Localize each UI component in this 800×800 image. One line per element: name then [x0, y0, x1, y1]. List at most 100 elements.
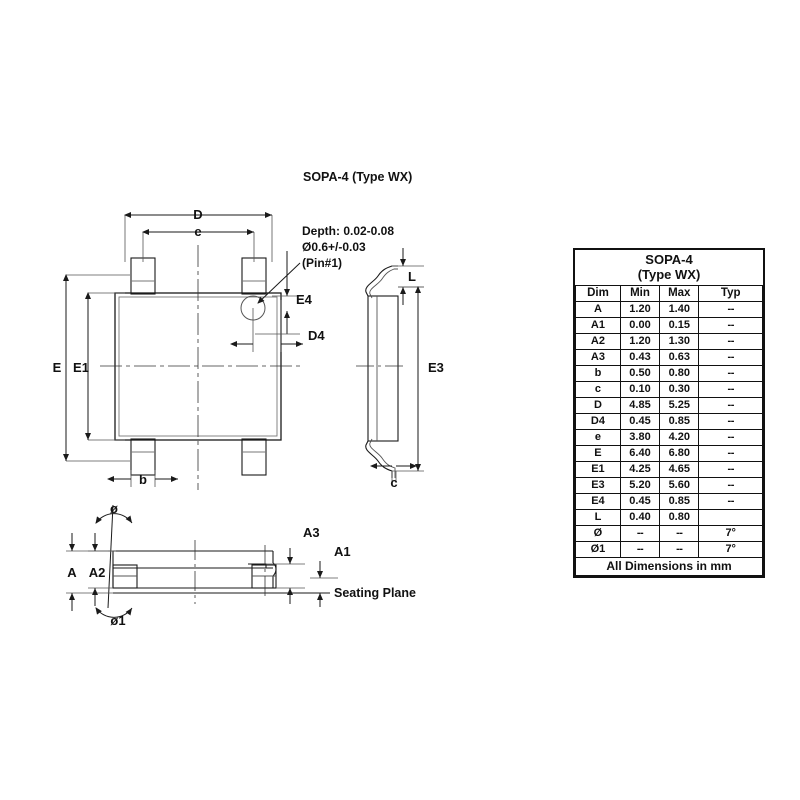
table-footer-note: All Dimensions in mm: [575, 557, 763, 576]
table-title-row: SOPA-4 (Type WX): [575, 250, 763, 286]
cell-min: 0.43: [619, 349, 661, 366]
cell-max: --: [659, 525, 700, 542]
dim-label-e4: E4: [296, 292, 313, 307]
cell-typ: [698, 509, 763, 526]
cell-min: 1.20: [619, 301, 661, 318]
cell-typ: --: [698, 461, 763, 478]
dim-label-e3: E3: [428, 360, 444, 375]
view-title: SOPA-4 (Type WX): [303, 170, 413, 184]
cell-min: 0.45: [619, 493, 661, 510]
section-view: [66, 504, 338, 618]
table-row: e 3.80 4.20 --: [575, 429, 763, 446]
cell-typ: --: [698, 477, 763, 494]
cell-typ: --: [698, 301, 763, 318]
cell-typ: --: [698, 349, 763, 366]
cell-dim: E4: [575, 493, 621, 510]
cell-min: 5.20: [619, 477, 661, 494]
cell-dim: A: [575, 301, 621, 318]
cell-min: 0.00: [619, 317, 661, 334]
cell-max: 0.63: [659, 349, 700, 366]
dim-label-angle1: ø1: [110, 613, 125, 628]
cell-min: --: [619, 541, 661, 558]
cell-max: 0.85: [659, 493, 700, 510]
cell-dim: A2: [575, 333, 621, 350]
table-row: L 0.40 0.80: [575, 509, 763, 526]
cell-typ: --: [698, 381, 763, 398]
dim-label-a: A: [67, 565, 77, 580]
cell-dim: A1: [575, 317, 621, 334]
cell-typ: --: [698, 365, 763, 382]
table-row: E3 5.20 5.60 --: [575, 477, 763, 494]
seating-plane-label: Seating Plane: [334, 586, 416, 600]
cell-dim: A3: [575, 349, 621, 366]
dim-label-a1: A1: [334, 544, 351, 559]
side-view: [356, 248, 424, 483]
cell-min: 0.50: [619, 365, 661, 382]
cell-dim: E: [575, 445, 621, 462]
table-title: SOPA-4 (Type WX): [575, 250, 763, 286]
dim-label-angle: ø: [110, 501, 118, 516]
cell-dim: E1: [575, 461, 621, 478]
cell-typ: --: [698, 413, 763, 430]
cell-max: 4.20: [659, 429, 700, 446]
col-header-min: Min: [619, 285, 661, 302]
table-header-row: Dim Min Max Typ: [575, 285, 763, 302]
cell-max: 0.80: [659, 365, 700, 382]
cell-min: 6.40: [619, 445, 661, 462]
cell-min: 0.10: [619, 381, 661, 398]
table-title-line2: (Type WX): [637, 267, 701, 282]
dim-label-l: L: [408, 269, 416, 284]
table-row: D 4.85 5.25 --: [575, 397, 763, 414]
cell-dim: D: [575, 397, 621, 414]
cell-min: 0.40: [619, 509, 661, 526]
cell-max: 5.60: [659, 477, 700, 494]
pin1-note-line2: Ø0.6+/-0.03: [302, 240, 366, 254]
cell-typ: --: [698, 317, 763, 334]
col-header-typ: Typ: [698, 285, 763, 302]
col-header-max: Max: [659, 285, 700, 302]
pin1-note-line3: (Pin#1): [302, 256, 343, 270]
dim-label-e: e: [194, 224, 201, 239]
table-row: A1 0.00 0.15 --: [575, 317, 763, 334]
cell-min: 3.80: [619, 429, 661, 446]
cell-min: 0.45: [619, 413, 661, 430]
cell-dim: c: [575, 381, 621, 398]
table-row: E1 4.25 4.65 --: [575, 461, 763, 478]
cell-typ: --: [698, 397, 763, 414]
dim-label-a2: A2: [89, 565, 106, 580]
table-row: Ø1 -- -- 7°: [575, 541, 763, 558]
dim-label-big-e: E: [53, 360, 62, 375]
cell-typ: --: [698, 429, 763, 446]
dim-label-d4: D4: [308, 328, 325, 343]
cell-dim: b: [575, 365, 621, 382]
table-row: b 0.50 0.80 --: [575, 365, 763, 382]
cell-min: 4.85: [619, 397, 661, 414]
cell-max: 0.30: [659, 381, 700, 398]
cell-max: 4.65: [659, 461, 700, 478]
cell-max: 0.85: [659, 413, 700, 430]
cell-max: --: [659, 541, 700, 558]
table-footer-row: All Dimensions in mm: [575, 557, 763, 576]
table-row: Ø -- -- 7°: [575, 525, 763, 542]
cell-max: 1.30: [659, 333, 700, 350]
dim-label-b: b: [139, 472, 147, 487]
dim-label-d: D: [193, 207, 202, 222]
cell-typ: --: [698, 445, 763, 462]
table-row: A 1.20 1.40 --: [575, 301, 763, 318]
cell-dim: Ø1: [575, 541, 621, 558]
cell-max: 0.80: [659, 509, 700, 526]
dimension-table: SOPA-4 (Type WX) Dim Min Max Typ A 1.20 …: [573, 248, 765, 578]
dim-label-e1: E1: [73, 360, 89, 375]
table-row: A2 1.20 1.30 --: [575, 333, 763, 350]
dimension-table-body: SOPA-4 (Type WX) Dim Min Max Typ A 1.20 …: [575, 250, 763, 576]
cell-typ: 7°: [698, 525, 763, 542]
dimension-labels: D e E E1 b E4 D4 L E3 c A A2 ø ø1 A3 A1 …: [53, 207, 444, 628]
cell-dim: Ø: [575, 525, 621, 542]
cell-typ: --: [698, 333, 763, 350]
cell-typ: --: [698, 493, 763, 510]
cell-max: 5.25: [659, 397, 700, 414]
cell-dim: D4: [575, 413, 621, 430]
table-row: D4 0.45 0.85 --: [575, 413, 763, 430]
cell-dim: e: [575, 429, 621, 446]
